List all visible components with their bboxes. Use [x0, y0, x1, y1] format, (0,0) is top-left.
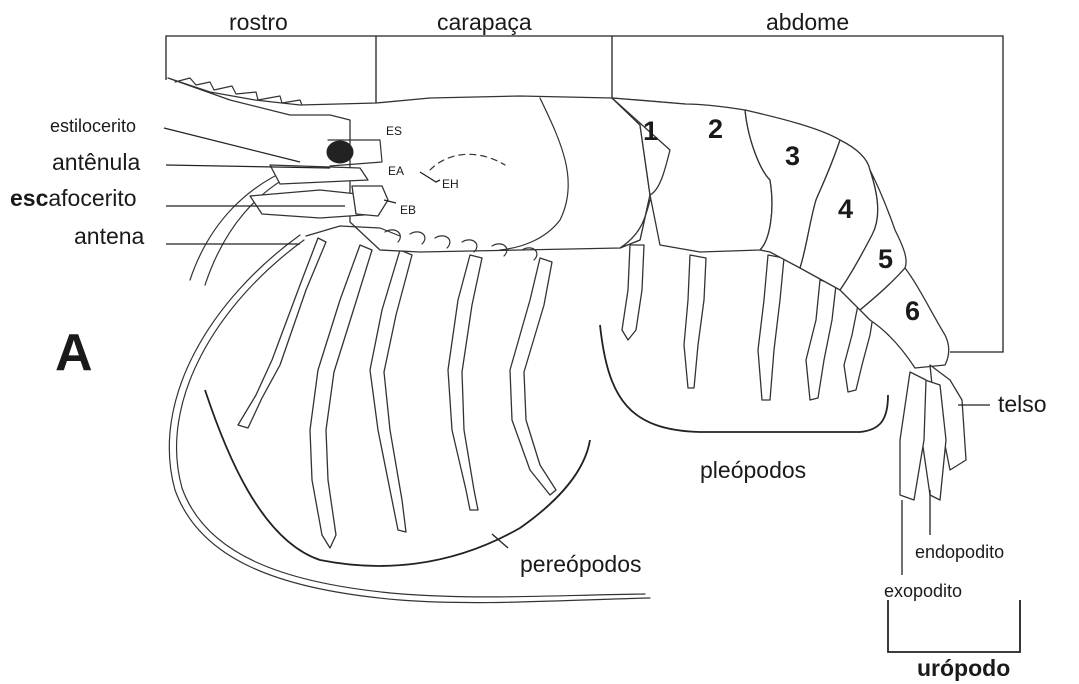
- region-label-abdome: abdome: [766, 9, 849, 35]
- label-eb: EB: [400, 203, 416, 217]
- label-endopodito: endopodito: [915, 542, 1004, 562]
- abdomen: [612, 98, 949, 368]
- pereopods: [238, 238, 556, 548]
- label-telso: telso: [998, 391, 1047, 417]
- label-ea: EA: [388, 164, 404, 178]
- label-escafocerito-bold: esc: [10, 185, 49, 211]
- segment-number-5: 5: [878, 244, 893, 274]
- pleopodos-bracket: [600, 325, 888, 432]
- exopod-shape: [900, 372, 926, 500]
- label-es: ES: [386, 124, 402, 138]
- label-escafocerito-rest: afocerito: [48, 185, 136, 211]
- antennule-flagellum-2: [205, 172, 296, 285]
- panel-label: A: [55, 324, 93, 382]
- eye-icon: [327, 141, 353, 163]
- tail-fan: [900, 365, 966, 500]
- pleopod-1: [622, 245, 644, 340]
- region-label-carapaca: carapaça: [437, 9, 532, 35]
- segment-number-4: 4: [838, 194, 853, 224]
- label-exopodito: exopodito: [884, 581, 962, 601]
- label-uropodo: urópodo: [917, 655, 1010, 681]
- segment-number-6: 6: [905, 296, 920, 326]
- pleopod-4: [806, 280, 836, 400]
- pleopod-3: [758, 255, 784, 400]
- label-estilocerito: estilocerito: [50, 116, 136, 136]
- segment-number-2: 2: [708, 114, 723, 144]
- label-pereopodos: pereópodos: [520, 551, 642, 577]
- label-antena: antena: [74, 223, 145, 249]
- pleopod-2: [684, 255, 706, 388]
- label-eh: EH: [442, 177, 459, 191]
- pereopod-2: [310, 245, 372, 548]
- label-escafocerito: escafocerito: [10, 185, 137, 211]
- antennule-flagellum-1: [190, 168, 292, 280]
- region-label-rostro: rostro: [229, 9, 288, 35]
- pereopod-3: [370, 250, 412, 532]
- pereopod-4: [448, 255, 482, 510]
- segment-number-3: 3: [785, 141, 800, 171]
- label-antenula: antênula: [52, 149, 140, 175]
- pereopod-5: [510, 258, 556, 495]
- uropodo-bracket: [888, 600, 1020, 652]
- estilocerito-line: [164, 128, 300, 162]
- segment-number-1: 1: [643, 116, 658, 146]
- pereopod-1: [238, 238, 326, 428]
- carapace-outline: [168, 78, 650, 252]
- carapace: [168, 78, 650, 252]
- label-pleopodos: pleópodos: [700, 457, 806, 483]
